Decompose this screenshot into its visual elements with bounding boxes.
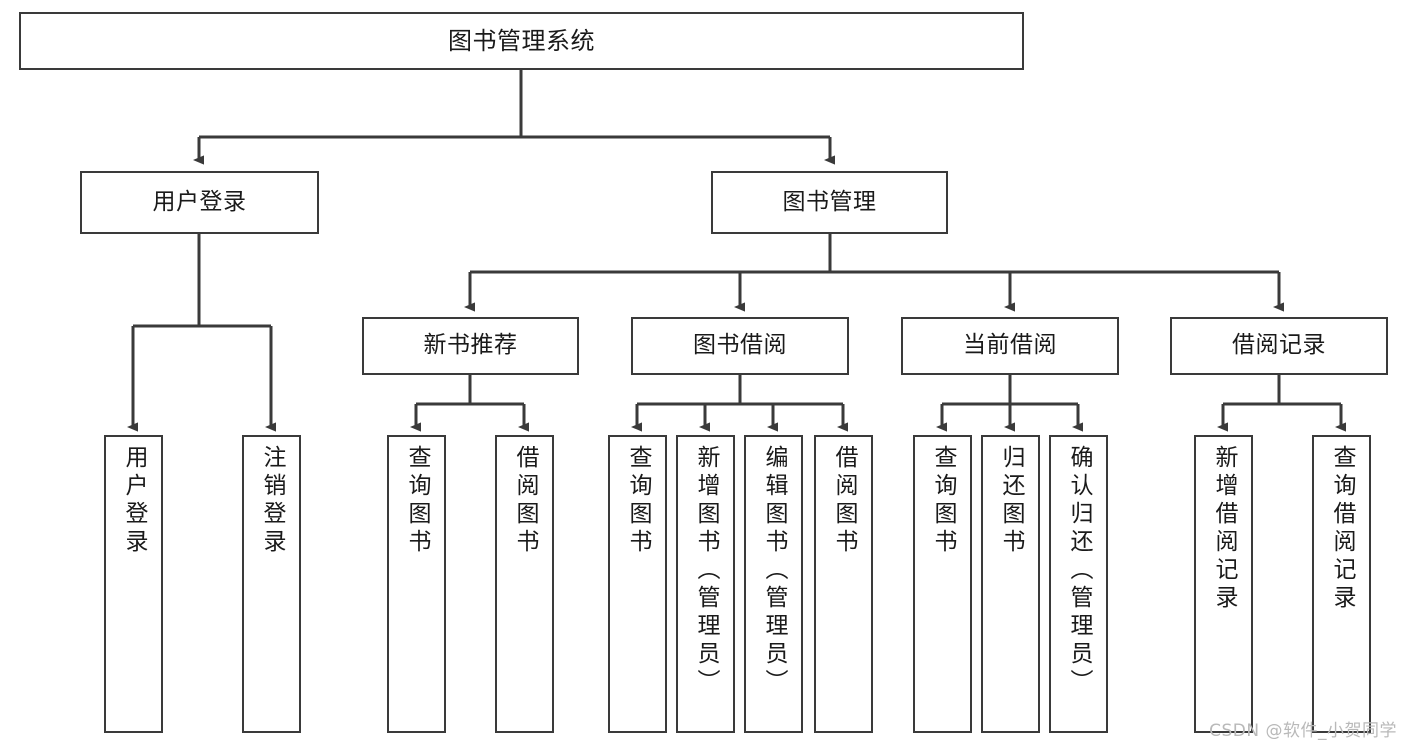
leaf-borrow-book-2[interactable]: 借阅图书	[814, 435, 873, 733]
node-new-book-recommend-label: 新书推荐	[423, 332, 518, 359]
leaf-query-record-label: 查询借阅记录	[1329, 445, 1355, 613]
leaf-return-book-label: 归还图书	[998, 445, 1024, 557]
leaf-logout-label: 注销登录	[259, 445, 285, 557]
node-book-borrow-label: 图书借阅	[693, 332, 787, 359]
leaf-borrow-book-2-label: 借阅图书	[831, 445, 857, 557]
leaf-return-book[interactable]: 归还图书	[981, 435, 1040, 733]
leaf-borrow-book-1-label: 借阅图书	[512, 445, 538, 557]
leaf-add-book-label: 新增图书（管理员）	[693, 445, 719, 697]
leaf-confirm-return-label: 确认归还（管理员）	[1066, 445, 1092, 697]
leaf-user-login[interactable]: 用户登录	[104, 435, 163, 733]
leaf-user-login-label: 用户登录	[121, 445, 147, 557]
node-borrow-record[interactable]: 借阅记录	[1170, 317, 1388, 375]
leaf-edit-book[interactable]: 编辑图书（管理员）	[744, 435, 803, 733]
leaf-query-book-3[interactable]: 查询图书	[913, 435, 972, 733]
node-current-borrow-label: 当前借阅	[963, 332, 1057, 359]
leaf-add-book[interactable]: 新增图书（管理员）	[676, 435, 735, 733]
node-book-borrow[interactable]: 图书借阅	[631, 317, 849, 375]
leaf-query-record[interactable]: 查询借阅记录	[1312, 435, 1371, 733]
node-borrow-record-label: 借阅记录	[1232, 332, 1326, 359]
leaf-query-book-2[interactable]: 查询图书	[608, 435, 667, 733]
csdn-watermark: CSDN @软件_小贺同学	[1209, 721, 1397, 741]
node-user-login[interactable]: 用户登录	[80, 171, 319, 234]
leaf-logout[interactable]: 注销登录	[242, 435, 301, 733]
leaf-query-book-1-label: 查询图书	[404, 445, 430, 557]
node-new-book-recommend[interactable]: 新书推荐	[362, 317, 579, 375]
leaf-add-record-label: 新增借阅记录	[1211, 445, 1237, 613]
leaf-confirm-return[interactable]: 确认归还（管理员）	[1049, 435, 1108, 733]
node-user-login-label: 用户登录	[152, 188, 247, 215]
leaf-query-book-3-label: 查询图书	[930, 445, 956, 557]
node-book-manage[interactable]: 图书管理	[711, 171, 948, 234]
leaf-add-record[interactable]: 新增借阅记录	[1194, 435, 1253, 733]
node-root-label: 图书管理系统	[448, 26, 595, 55]
leaf-borrow-book-1[interactable]: 借阅图书	[495, 435, 554, 733]
node-book-manage-label: 图书管理	[782, 188, 877, 215]
node-root[interactable]: 图书管理系统	[19, 12, 1024, 70]
leaf-edit-book-label: 编辑图书（管理员）	[761, 445, 787, 697]
leaf-query-book-1[interactable]: 查询图书	[387, 435, 446, 733]
node-current-borrow[interactable]: 当前借阅	[901, 317, 1119, 375]
leaf-query-book-2-label: 查询图书	[625, 445, 651, 557]
